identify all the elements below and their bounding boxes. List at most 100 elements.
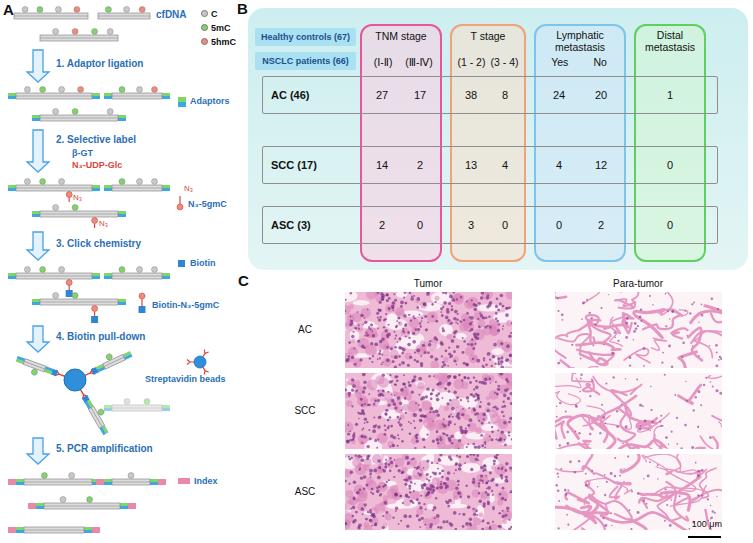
dna-fragment [13,356,53,381]
nucleus [367,309,369,311]
nucleus [384,433,387,436]
box-title: Healthy controls (67) [261,32,350,42]
nucleus [370,328,372,330]
nucleus [637,492,640,495]
nucleus [418,314,420,316]
nucleus [379,357,381,359]
adaptor [162,188,170,191]
nucleus [698,355,700,357]
nucleus [440,481,442,483]
nucleus [684,424,687,427]
alveolar-wall [555,292,566,315]
nucleus [566,431,569,434]
nucleus [448,390,451,393]
nucleus [409,356,412,359]
nucleus [364,418,367,421]
biotin-n3-5gmc-sample [141,299,142,306]
nucleus [589,395,591,397]
nucleus [363,413,365,415]
alveolar-wall [671,328,687,338]
stroma [401,328,410,337]
nucleus [443,482,445,484]
nucleus [560,468,562,470]
nucleus [649,461,651,463]
nucleus [589,433,591,435]
legend-swatch [178,260,185,267]
nucleus [368,455,371,458]
nucleus [589,312,591,314]
nucleus [435,301,437,303]
nucleus [709,345,710,346]
nucleus [575,430,577,432]
histotype-row: SCC (17) [262,146,718,184]
nucleus [361,442,363,444]
nucleus [478,326,481,329]
nucleus [500,360,503,363]
nucleus [506,344,510,348]
index-sequence [28,503,36,509]
nucleus [492,508,495,511]
dna-strand-divider [112,96,162,97]
nucleus [487,493,490,496]
nucleus [501,477,503,479]
nucleus [416,360,419,363]
nucleus [389,446,391,448]
nucleus [394,383,396,385]
nucleus [419,473,423,477]
nucleus [347,424,349,426]
nucleus [403,383,406,386]
nucleus [349,431,351,433]
nucleus [363,488,366,491]
stroma [489,390,499,400]
tissue-ground [345,454,512,530]
stroma [469,339,477,347]
nucleus [451,308,454,311]
nucleus [448,302,451,305]
group-box: Healthy controls (67) [255,28,356,46]
alveolar-wall [648,426,669,449]
nucleus [374,400,377,403]
legend-text: Biotin [190,258,216,268]
nucleus [693,302,695,304]
labeled-5hmc [66,280,72,286]
nucleus [558,500,560,502]
panel-letter: A [3,1,14,18]
nucleus [591,317,593,319]
stroma [424,491,432,499]
adaptor [8,93,16,96]
histology-image [555,292,722,368]
nucleus [360,398,363,401]
nucleus [687,335,689,337]
nucleus [436,463,438,465]
nucleus [472,443,475,446]
index-sequence [8,479,16,485]
stroma [370,397,380,407]
nucleus [358,526,360,528]
nucleus [492,521,494,523]
dna-strand [16,185,92,191]
alveolar-wall [652,338,667,350]
nucleus [703,384,705,386]
nucleus [556,405,557,406]
nucleus [436,438,439,441]
nucleus [405,302,408,305]
nucleus [627,456,629,458]
nucleus [403,514,407,518]
stroma [403,498,411,506]
nucleus [564,489,567,492]
nucleus [481,292,484,295]
stroma [453,490,463,500]
stroma [502,510,512,520]
nucleus [639,316,641,318]
nucleus [423,446,425,448]
nucleus [467,343,470,346]
nucleus [482,413,486,417]
nucleus [397,396,401,400]
nucleus [684,310,686,312]
alveolar-wall [618,292,638,309]
adaptor [104,188,112,191]
stroma [378,389,385,396]
nucleus [682,342,685,345]
nucleus [442,432,444,434]
stroma [364,465,370,471]
